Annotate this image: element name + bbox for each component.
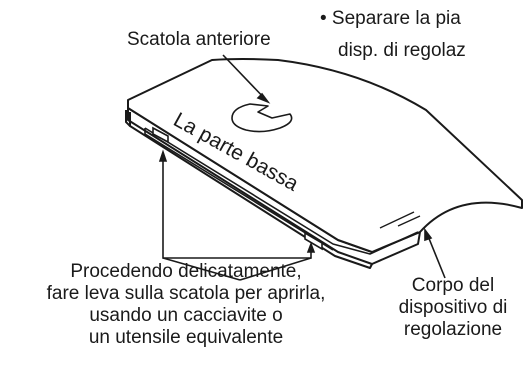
pry-notch-right — [304, 231, 323, 251]
front-case — [127, 58, 523, 255]
instruction-line: usando un cacciavite o — [89, 305, 283, 326]
device-body-line: dispositivo di — [398, 297, 508, 318]
device-body-line: regolazione — [403, 319, 503, 340]
instruction-line: Procedendo delicatamente, — [70, 261, 302, 282]
bullet-instruction-line2: disp. di regolaz — [338, 40, 466, 61]
device-body-label: Corpo del dispositivo di regolazione — [378, 275, 524, 341]
instruction-line: un utensile equivalente — [88, 327, 284, 348]
top-recess — [231, 103, 293, 133]
device-body-line: Corpo del — [411, 275, 495, 296]
instruction-line: fare leva sulla scatola per aprirla, — [46, 283, 326, 304]
leader-lines — [158, 54, 446, 281]
front-case-label: Scatola anteriore — [127, 29, 271, 50]
bullet-instruction-line1: • Separare la pia — [320, 8, 461, 29]
pry-notch-left — [152, 126, 169, 144]
pry-instructions: Procedendo delicatamente, fare leva sull… — [0, 261, 372, 349]
bottom-part-label: La parte bassa — [170, 108, 303, 196]
